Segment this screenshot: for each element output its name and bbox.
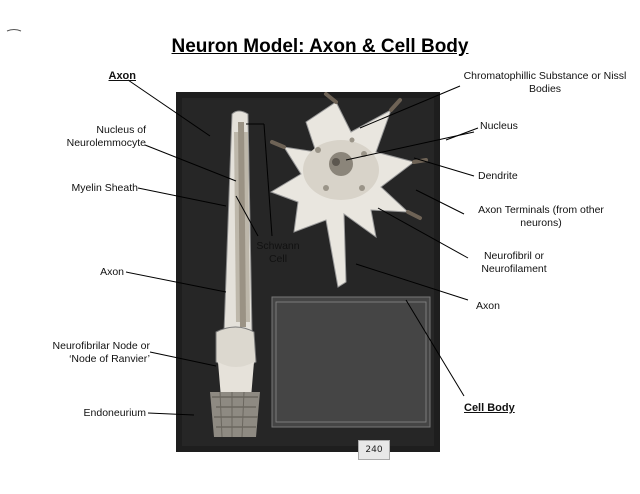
label-nucleus-of-neurolemmocyte: Nucleus of Neurolemmocyte	[66, 124, 146, 149]
specimen-tag: 240	[358, 440, 390, 460]
cell-body-model	[269, 92, 428, 288]
label-nissl-bodies: Chromatophillic Substance or Nissl Bodie…	[463, 70, 627, 95]
label-node-of-ranvier: Neurofibrilar Node or ‘Node of Ranvier’	[52, 340, 150, 365]
neuron-model-photo	[176, 92, 440, 452]
label-schwann-cell: Schwann Cell	[256, 240, 300, 265]
label-axon-terminals: Axon Terminals (from other neurons)	[478, 204, 604, 229]
cell-body-heading: Cell Body	[464, 402, 515, 414]
label-axon-left: Axon	[100, 266, 124, 278]
label-neurofibril: Neurofibril or Neurofilament	[481, 250, 547, 275]
label-axon-right: Axon	[476, 300, 500, 312]
corner-mark	[6, 29, 22, 32]
axon-heading: Axon	[108, 70, 137, 82]
axon-model	[210, 110, 260, 438]
label-endoneurium: Endoneurium	[83, 407, 146, 419]
label-myelin-sheath: Myelin Sheath	[71, 182, 138, 194]
label-dendrite: Dendrite	[478, 170, 518, 182]
label-nucleus: Nucleus	[480, 120, 518, 132]
page-title: Neuron Model: Axon & Cell Body	[171, 36, 469, 57]
neuron-model-illustration	[176, 92, 440, 452]
